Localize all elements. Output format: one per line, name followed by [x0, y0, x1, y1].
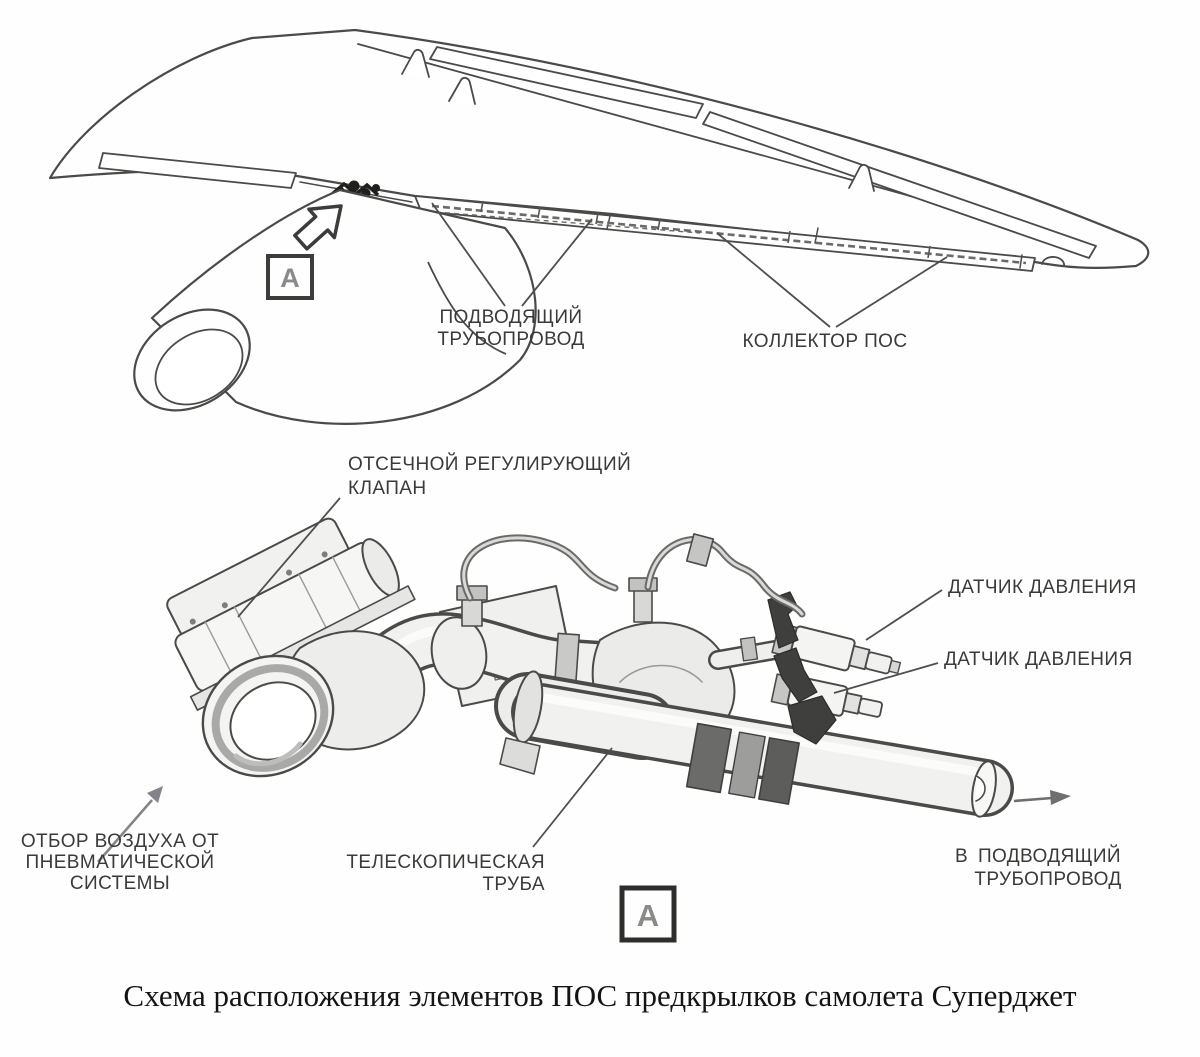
flap-panel-inboard: [429, 46, 704, 119]
leader-sensor-bottom: [833, 662, 939, 694]
label-supply-pipe-line1: ПОДВОДЯЩИЙ: [439, 306, 582, 328]
leader-collector: [716, 232, 948, 328]
label-supply-pipe-line2: ТРУБОПРОВОД: [437, 329, 584, 350]
label-air-bleed-line2: ПНЕВМАТИЧЕСКОЙ: [26, 851, 215, 873]
slat-band-top: [414, 195, 1036, 272]
label-collector: КОЛЛЕКТОР ПОС: [743, 331, 908, 352]
pipe-support-ticks: [480, 200, 931, 259]
label-to-supply-line1: В ПОДВОДЯЩИЙ: [955, 845, 1121, 867]
label-valve-line2: КЛАПАН: [348, 478, 426, 499]
telescopic-tube: [494, 670, 1014, 818]
label-pressure-sensor-bottom: ДАТЧИК ДАВЛЕНИЯ: [944, 649, 1133, 670]
leader-valve: [237, 497, 341, 618]
detail-marker-bottom-letter: А: [637, 898, 659, 933]
flap-track-fairing: [401, 48, 430, 78]
wing-illustration: [48, 28, 1150, 272]
air-bleed-arrow: [97, 786, 163, 863]
sensing-tubes: [460, 533, 806, 618]
detail-marker-top-letter: А: [280, 263, 300, 293]
flap-track-fairing: [448, 76, 476, 105]
top-leader-lines: [431, 202, 948, 328]
label-air-bleed-line1: ОТБОР ВОЗДУХА ОТ: [21, 831, 219, 852]
wing-root-strip: [98, 152, 297, 189]
bottom-leader-lines: [237, 497, 943, 848]
label-air-bleed-line3: СИСТЕМЫ: [70, 873, 170, 894]
label-telescopic-line2: ТРУБА: [482, 874, 545, 895]
elbow-ball-joint: [430, 616, 488, 690]
leader-telescopic: [532, 747, 613, 848]
nacelle-body: [150, 188, 537, 425]
leader-sensor-top: [865, 589, 943, 641]
label-to-supply-line2: ТРУБОПРОВОД: [974, 869, 1121, 890]
valve-assembly-illustration: [166, 517, 1014, 818]
detail-marker-top: А: [266, 254, 314, 300]
leader-supply-pipe: [431, 202, 593, 307]
flap-track-fairing: [848, 163, 875, 192]
nacelle-inlet-inner: [154, 328, 244, 406]
air-inlet-ring: [201, 654, 335, 778]
collector-pipe-run: [431, 200, 1027, 265]
engine-nacelle: [133, 188, 537, 425]
label-pressure-sensor-top: ДАТЧИК ДАВЛЕНИЯ: [948, 577, 1137, 598]
wingtip-fairing: [1041, 256, 1065, 267]
detail-view-arrow: [293, 204, 343, 251]
detail-marker-bottom: А: [619, 885, 677, 943]
wing-outline: [48, 28, 1150, 269]
flap-panel-outboard: [702, 111, 1097, 259]
label-valve-line1: ОТСЕЧНОЙ РЕГУЛИРУЮЩИЙ: [348, 453, 631, 475]
label-telescopic-line1: ТЕЛЕСКОПИЧЕСКАЯ: [346, 852, 545, 873]
figure-caption: Схема расположения элементов ПОС предкры…: [123, 978, 1077, 1013]
flow-out-arrow: [1013, 790, 1071, 805]
nacelle-inner-curve: [427, 261, 507, 355]
